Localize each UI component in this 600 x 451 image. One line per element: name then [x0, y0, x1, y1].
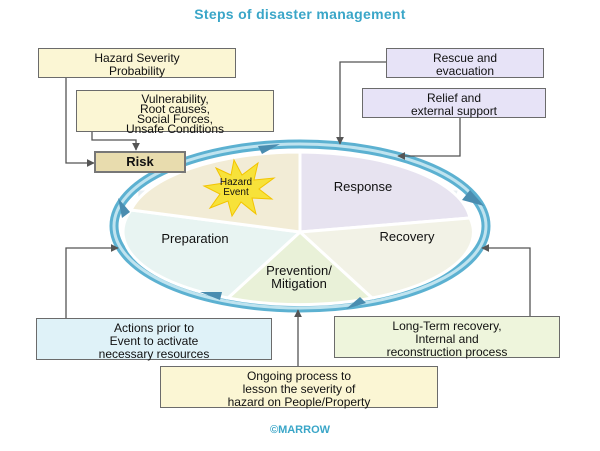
hazard-event-label: Hazard Event [219, 177, 253, 198]
rescue-box: Rescue and evacuation [386, 48, 544, 78]
hazard-burst-icon [202, 158, 276, 218]
preparation-label: Preparation [161, 231, 229, 246]
page-title: Steps of disaster management [194, 6, 406, 22]
ongoing-box: Ongoing process to lesson the severity o… [160, 366, 438, 409]
vulnerability-to-risk-connector [91, 128, 140, 151]
longterm-connector [481, 244, 531, 316]
footer-copyright: ©MARROW [269, 424, 331, 436]
actions-prior-box: Actions prior to Event to activate neces… [36, 318, 272, 361]
ring-arrowhead-right [462, 190, 484, 206]
risk-box: Risk [94, 151, 186, 173]
actions-connector [65, 244, 119, 318]
relief-connector [397, 116, 461, 160]
rescue-connector [336, 61, 386, 145]
recovery-segment [296, 216, 475, 300]
long-term-box: Long-Term recovery, Internal and reconst… [334, 316, 560, 359]
ring-arrowhead-bottom-right [346, 297, 366, 309]
recovery-label: Recovery [379, 229, 435, 244]
ring-arrowhead-top [258, 144, 280, 154]
cycle-ring-highlight [112, 142, 488, 310]
relief-box: Relief and external support [362, 88, 546, 118]
hazard-severity-box: Hazard Severity Probability [38, 48, 236, 78]
hazard-to-risk-connector [65, 76, 95, 167]
prevention-label: Prevention/ Mitigation [266, 263, 332, 291]
response-label: Response [333, 179, 393, 194]
ring-arrowhead-left [118, 198, 130, 218]
vulnerability-box: Vulnerability, Root causes, Social Force… [76, 90, 274, 135]
ring-arrowhead-bottom-left [200, 292, 222, 300]
response-segment [298, 150, 472, 234]
